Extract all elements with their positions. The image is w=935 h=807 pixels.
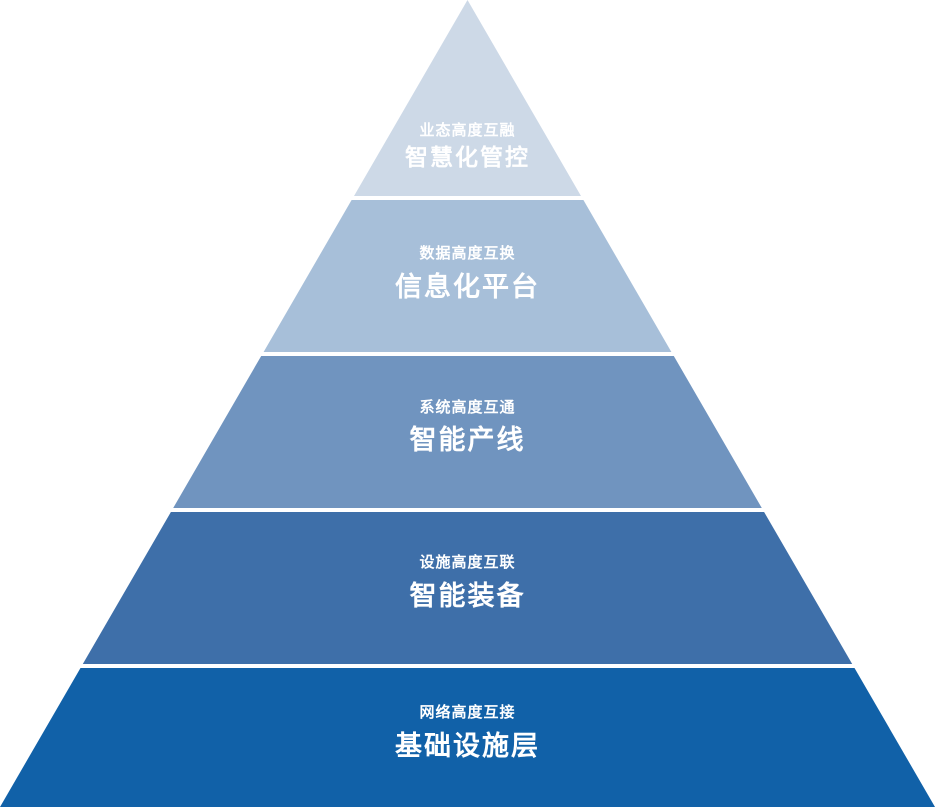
level-1-title: 智慧化管控 <box>405 144 530 171</box>
level-5-shape <box>0 668 935 807</box>
pyramid-level-5: 网络高度互接 基础设施层 <box>0 668 935 807</box>
pyramid-level-1: 业态高度互融 智慧化管控 <box>354 0 581 196</box>
pyramid-level-4: 设施高度互联 智能装备 <box>82 512 853 664</box>
level-1-shape <box>354 0 581 196</box>
pyramid-level-3: 系统高度互通 智能产线 <box>173 356 762 508</box>
level-2-title: 信息化平台 <box>395 271 540 303</box>
level-4-shape <box>82 512 853 664</box>
level-3-shape <box>173 356 762 508</box>
level-5-subtitle: 网络高度互接 <box>419 703 515 721</box>
level-3-subtitle: 系统高度互通 <box>419 398 515 416</box>
level-2-shape <box>263 200 672 352</box>
level-2-subtitle: 数据高度互换 <box>419 244 515 262</box>
level-5-title: 基础设施层 <box>395 731 540 762</box>
level-1-subtitle: 业态高度互融 <box>419 121 515 139</box>
pyramid-level-2: 数据高度互换 信息化平台 <box>263 200 672 352</box>
level-4-subtitle: 设施高度互联 <box>419 553 515 571</box>
level-4-title: 智能装备 <box>410 580 526 612</box>
level-3-title: 智能产线 <box>410 424 526 456</box>
